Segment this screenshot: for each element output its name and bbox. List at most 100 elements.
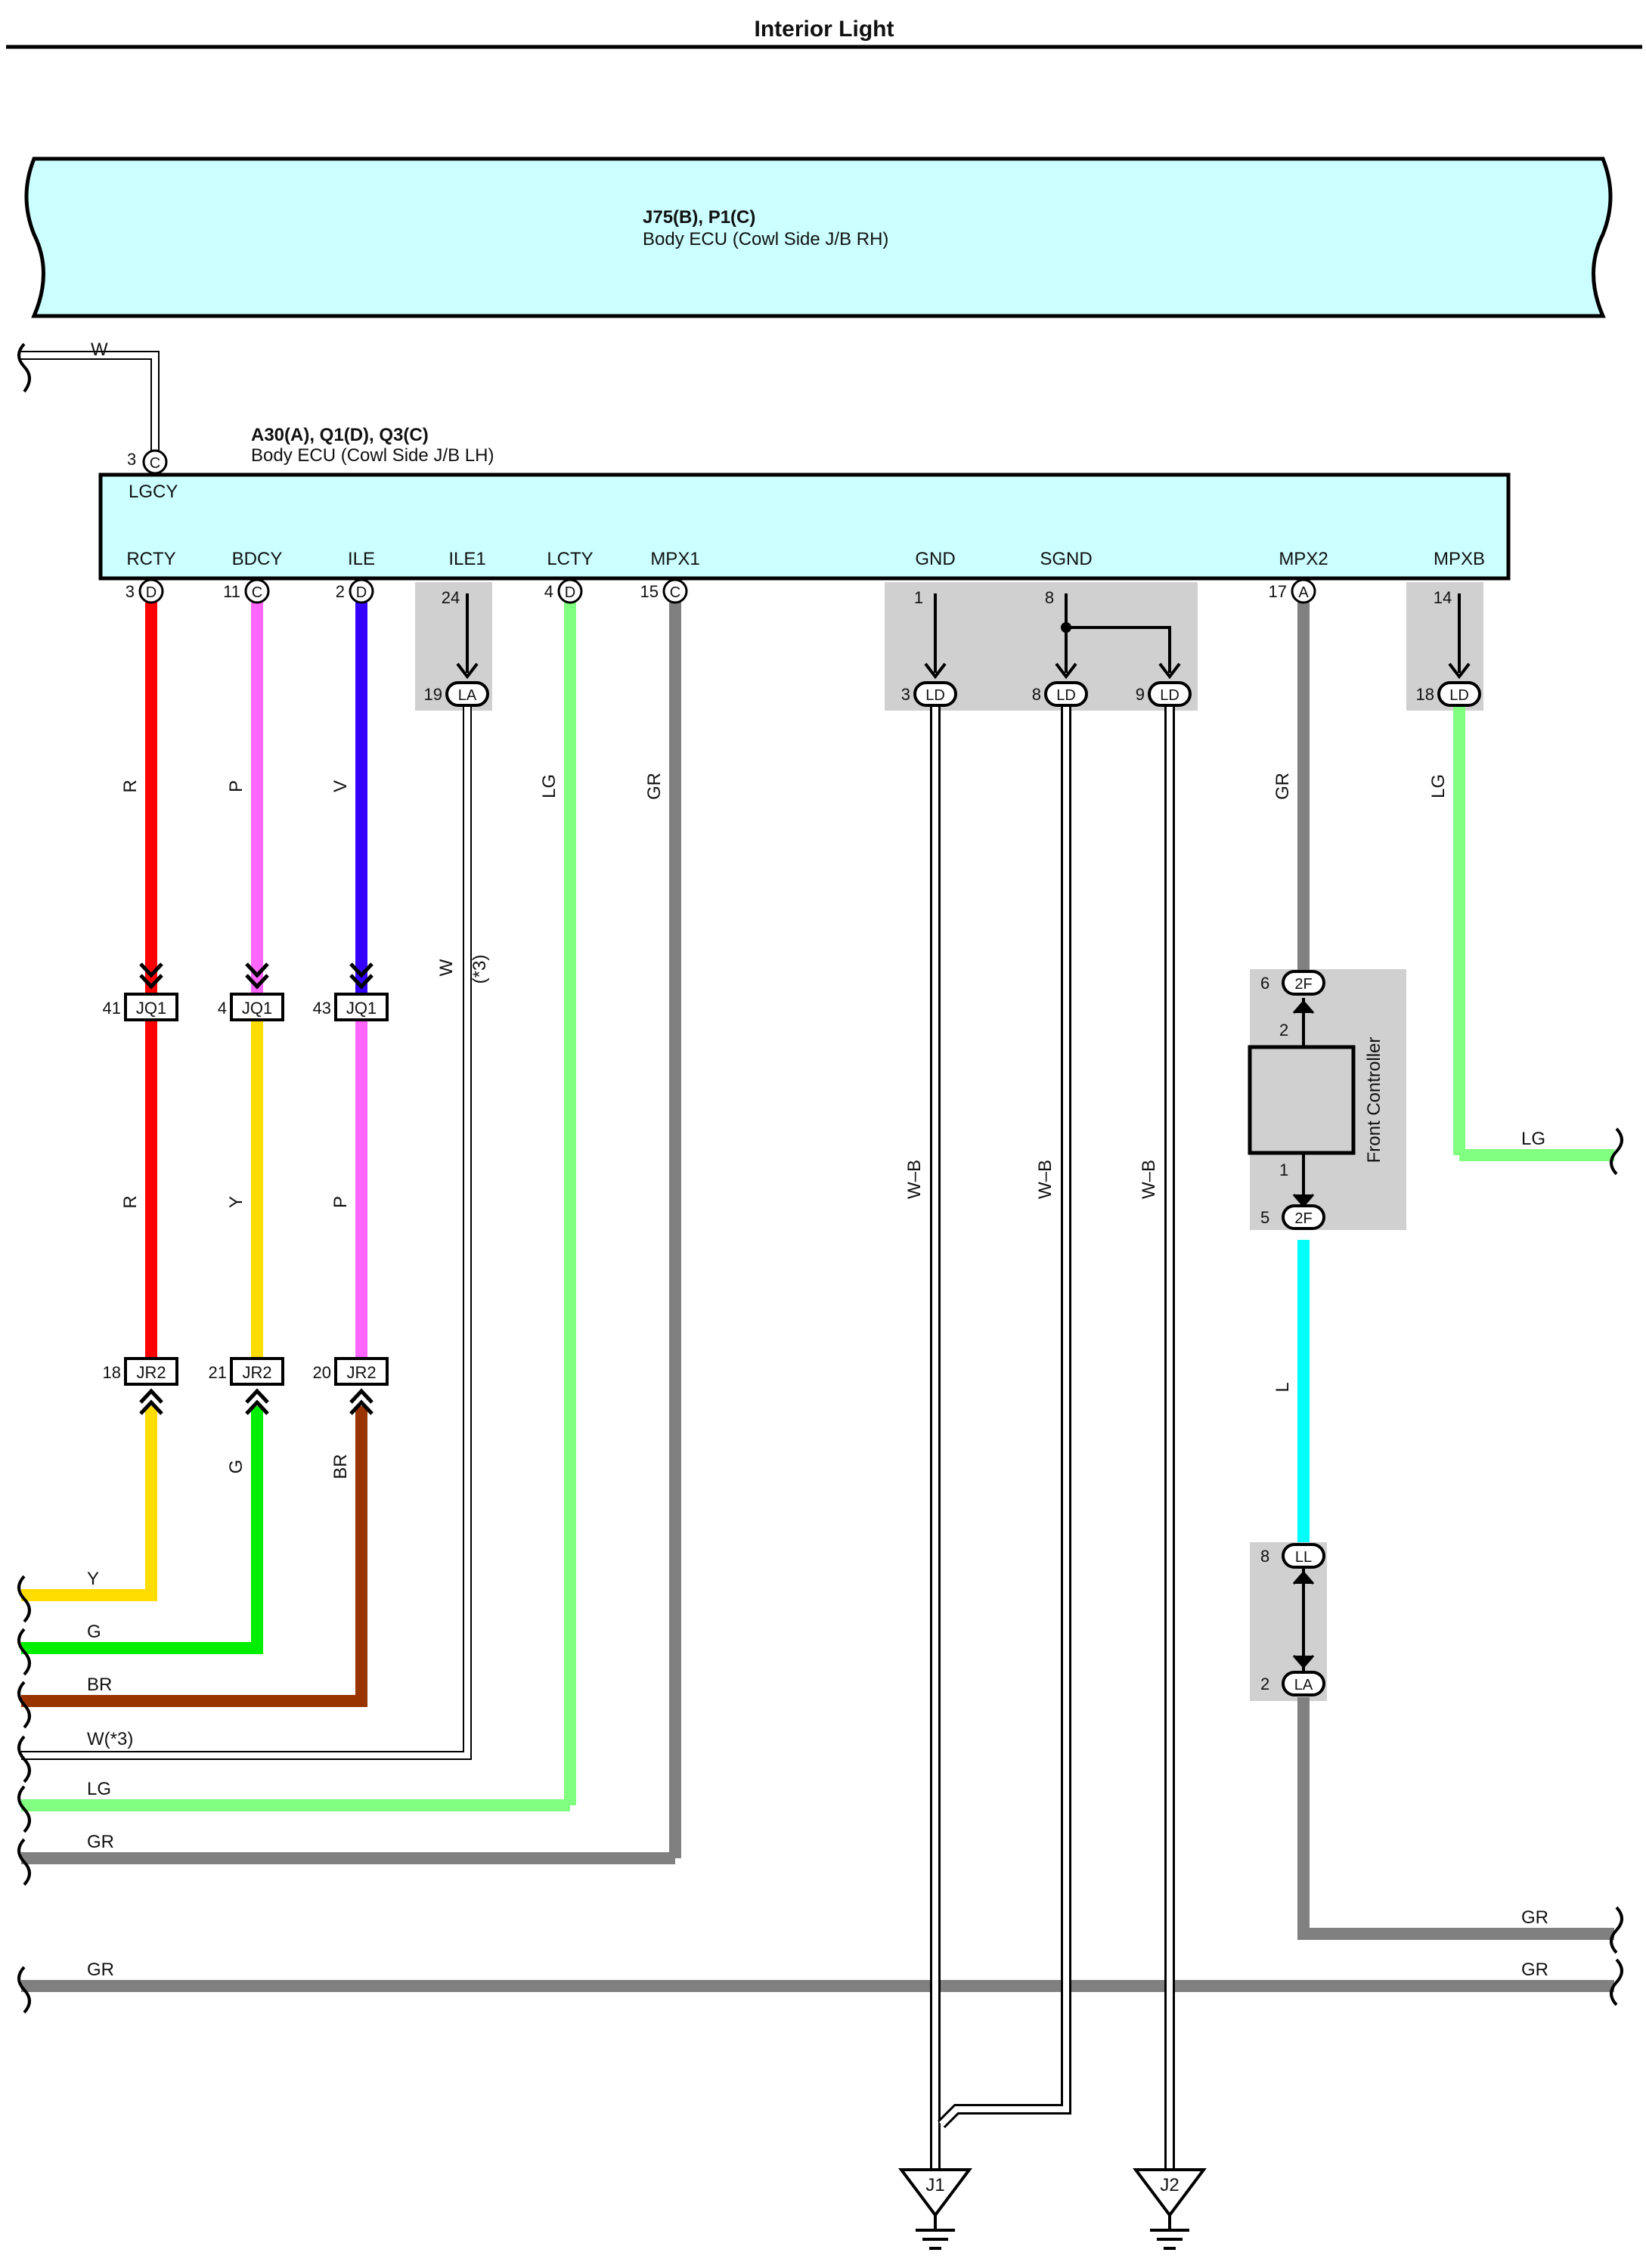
ground-triangle [898, 2168, 972, 2218]
ll-pin-bottom: 2 [1260, 1675, 1269, 1693]
fc-pin-bot-conn: 5 [1260, 1208, 1269, 1227]
junction-box [230, 1357, 284, 1386]
fc-conn-bottom-text: 2F [1294, 1210, 1312, 1227]
left-wire-label: LG [87, 1779, 111, 1799]
junction-name: JR2 [346, 1363, 376, 1382]
ground-label: J2 [1160, 2175, 1179, 2195]
terminal-connector [244, 578, 270, 604]
lgcy-label: LGCY [129, 482, 178, 502]
ll-arrow-bottom [1292, 1655, 1315, 1669]
terminal-label: RCTY [126, 549, 175, 569]
terminal-label: BDCY [232, 549, 283, 569]
junction-name: JQ1 [242, 999, 272, 1018]
terminal-conn: C [252, 584, 262, 601]
wire-label-lgcy: W [91, 339, 108, 360]
body-ecu-lh-name: Body ECU (Cowl Side J/B LH) [251, 445, 494, 466]
jb-connector [1148, 681, 1192, 707]
body-ecu-rh-code: J75(B), P1(C) [643, 207, 755, 228]
right-wire-label: GR [1521, 1907, 1548, 1928]
terminal-connector [557, 578, 583, 604]
jb-connector-pin: 18 [1416, 685, 1434, 704]
fc-pin-top-conn: 6 [1260, 974, 1269, 993]
junction-chevrons [139, 962, 374, 1415]
junction-pin: 20 [313, 1363, 331, 1382]
jb-connector [913, 681, 957, 707]
ecu-wires [145, 593, 1614, 1858]
w-wire-lgcy-outline [21, 351, 160, 454]
w-wire-lgcy [21, 352, 158, 454]
jb-connector-code: LD [1056, 687, 1076, 704]
left-wire-break [17, 1681, 31, 1729]
junction-box [230, 993, 284, 1021]
ground-triangle [1133, 2168, 1207, 2218]
left-wire-label: GR [87, 1832, 114, 1852]
terminal-conn: A [1298, 584, 1309, 601]
terminal-label: MPXB [1434, 549, 1485, 569]
wire-color-label: V [330, 780, 351, 792]
terminal-pin: 3 [126, 582, 135, 601]
junction-wires [21, 1021, 1614, 1992]
left-wire-break [17, 1628, 31, 1676]
terminal-pin: 1 [914, 588, 923, 607]
terminal-connector [349, 578, 374, 604]
page-title: Interior Light [755, 17, 894, 42]
wire-color-label: Y [226, 1196, 246, 1208]
ll-conn-top [1282, 1543, 1325, 1569]
junction-pin: 41 [103, 999, 121, 1018]
left-wire-label: GR [87, 1960, 114, 1980]
terminal-conn: D [565, 584, 575, 601]
left-wire-label: W(*3) [87, 1729, 133, 1749]
terminal-conn: D [146, 584, 157, 601]
wire-color-label: GR [644, 773, 665, 800]
wire-color-label: R [120, 779, 141, 792]
fc-conn-bottom [1282, 1204, 1325, 1230]
terminal-pin: 14 [1434, 588, 1452, 607]
junction-name: JQ1 [346, 999, 377, 1018]
front-controller-label: Front Controller [1364, 1037, 1384, 1163]
terminal-label: MPX1 [650, 549, 699, 569]
jb-connector-code: LD [1160, 687, 1179, 704]
ll-conn-top-text: LL [1295, 1549, 1312, 1566]
wire-color-label: G [226, 1460, 246, 1474]
right-wire-break [1610, 1958, 1623, 2006]
terminal-pin: 15 [640, 582, 659, 601]
junction-box [124, 993, 178, 1021]
wire-color-label: W [436, 959, 457, 976]
wire-color-label: P [226, 780, 246, 792]
junction-pin: 18 [103, 1363, 121, 1382]
terminal-connector [662, 578, 688, 604]
lgcy-conn: C [150, 455, 160, 472]
jb-connector-pin: 3 [901, 685, 910, 704]
body-ecu-rh-box [24, 156, 1613, 318]
fc-pin-bot-term: 1 [1279, 1160, 1288, 1179]
terminal-pin: 11 [223, 582, 240, 601]
left-wire-label: Y [87, 1569, 99, 1589]
junction-box [124, 1357, 178, 1386]
w-wire-ile1 [21, 707, 470, 1758]
terminal-pin: 2 [336, 582, 345, 601]
ecu-terminals: RCTYD3BDCYC11ILED2ILE124LCTYD4MPX1C15GND… [126, 549, 1485, 607]
wire-break-lgcy [17, 342, 31, 393]
terminal-label: LCTY [547, 549, 593, 569]
wire-color-label: P [330, 1196, 351, 1208]
terminal-conn: D [356, 584, 367, 601]
gr-wire-la [1297, 1697, 1614, 1940]
terminal-pin: 24 [442, 588, 460, 607]
wire-color-label: W–B [904, 1160, 925, 1199]
fc-conn-top-text: 2F [1294, 976, 1312, 993]
wire-color-label: BR [330, 1454, 351, 1479]
terminal-label: ILE [348, 549, 375, 569]
terminal-label: SGND [1040, 549, 1092, 569]
left-wire-break [17, 1735, 31, 1783]
terminal-conn: C [670, 584, 680, 601]
ll-arrow-top [1292, 1570, 1315, 1585]
right-wire-label: LG [1521, 1129, 1545, 1149]
junction-name: JR2 [136, 1363, 166, 1382]
left-wire-break [17, 1575, 31, 1623]
